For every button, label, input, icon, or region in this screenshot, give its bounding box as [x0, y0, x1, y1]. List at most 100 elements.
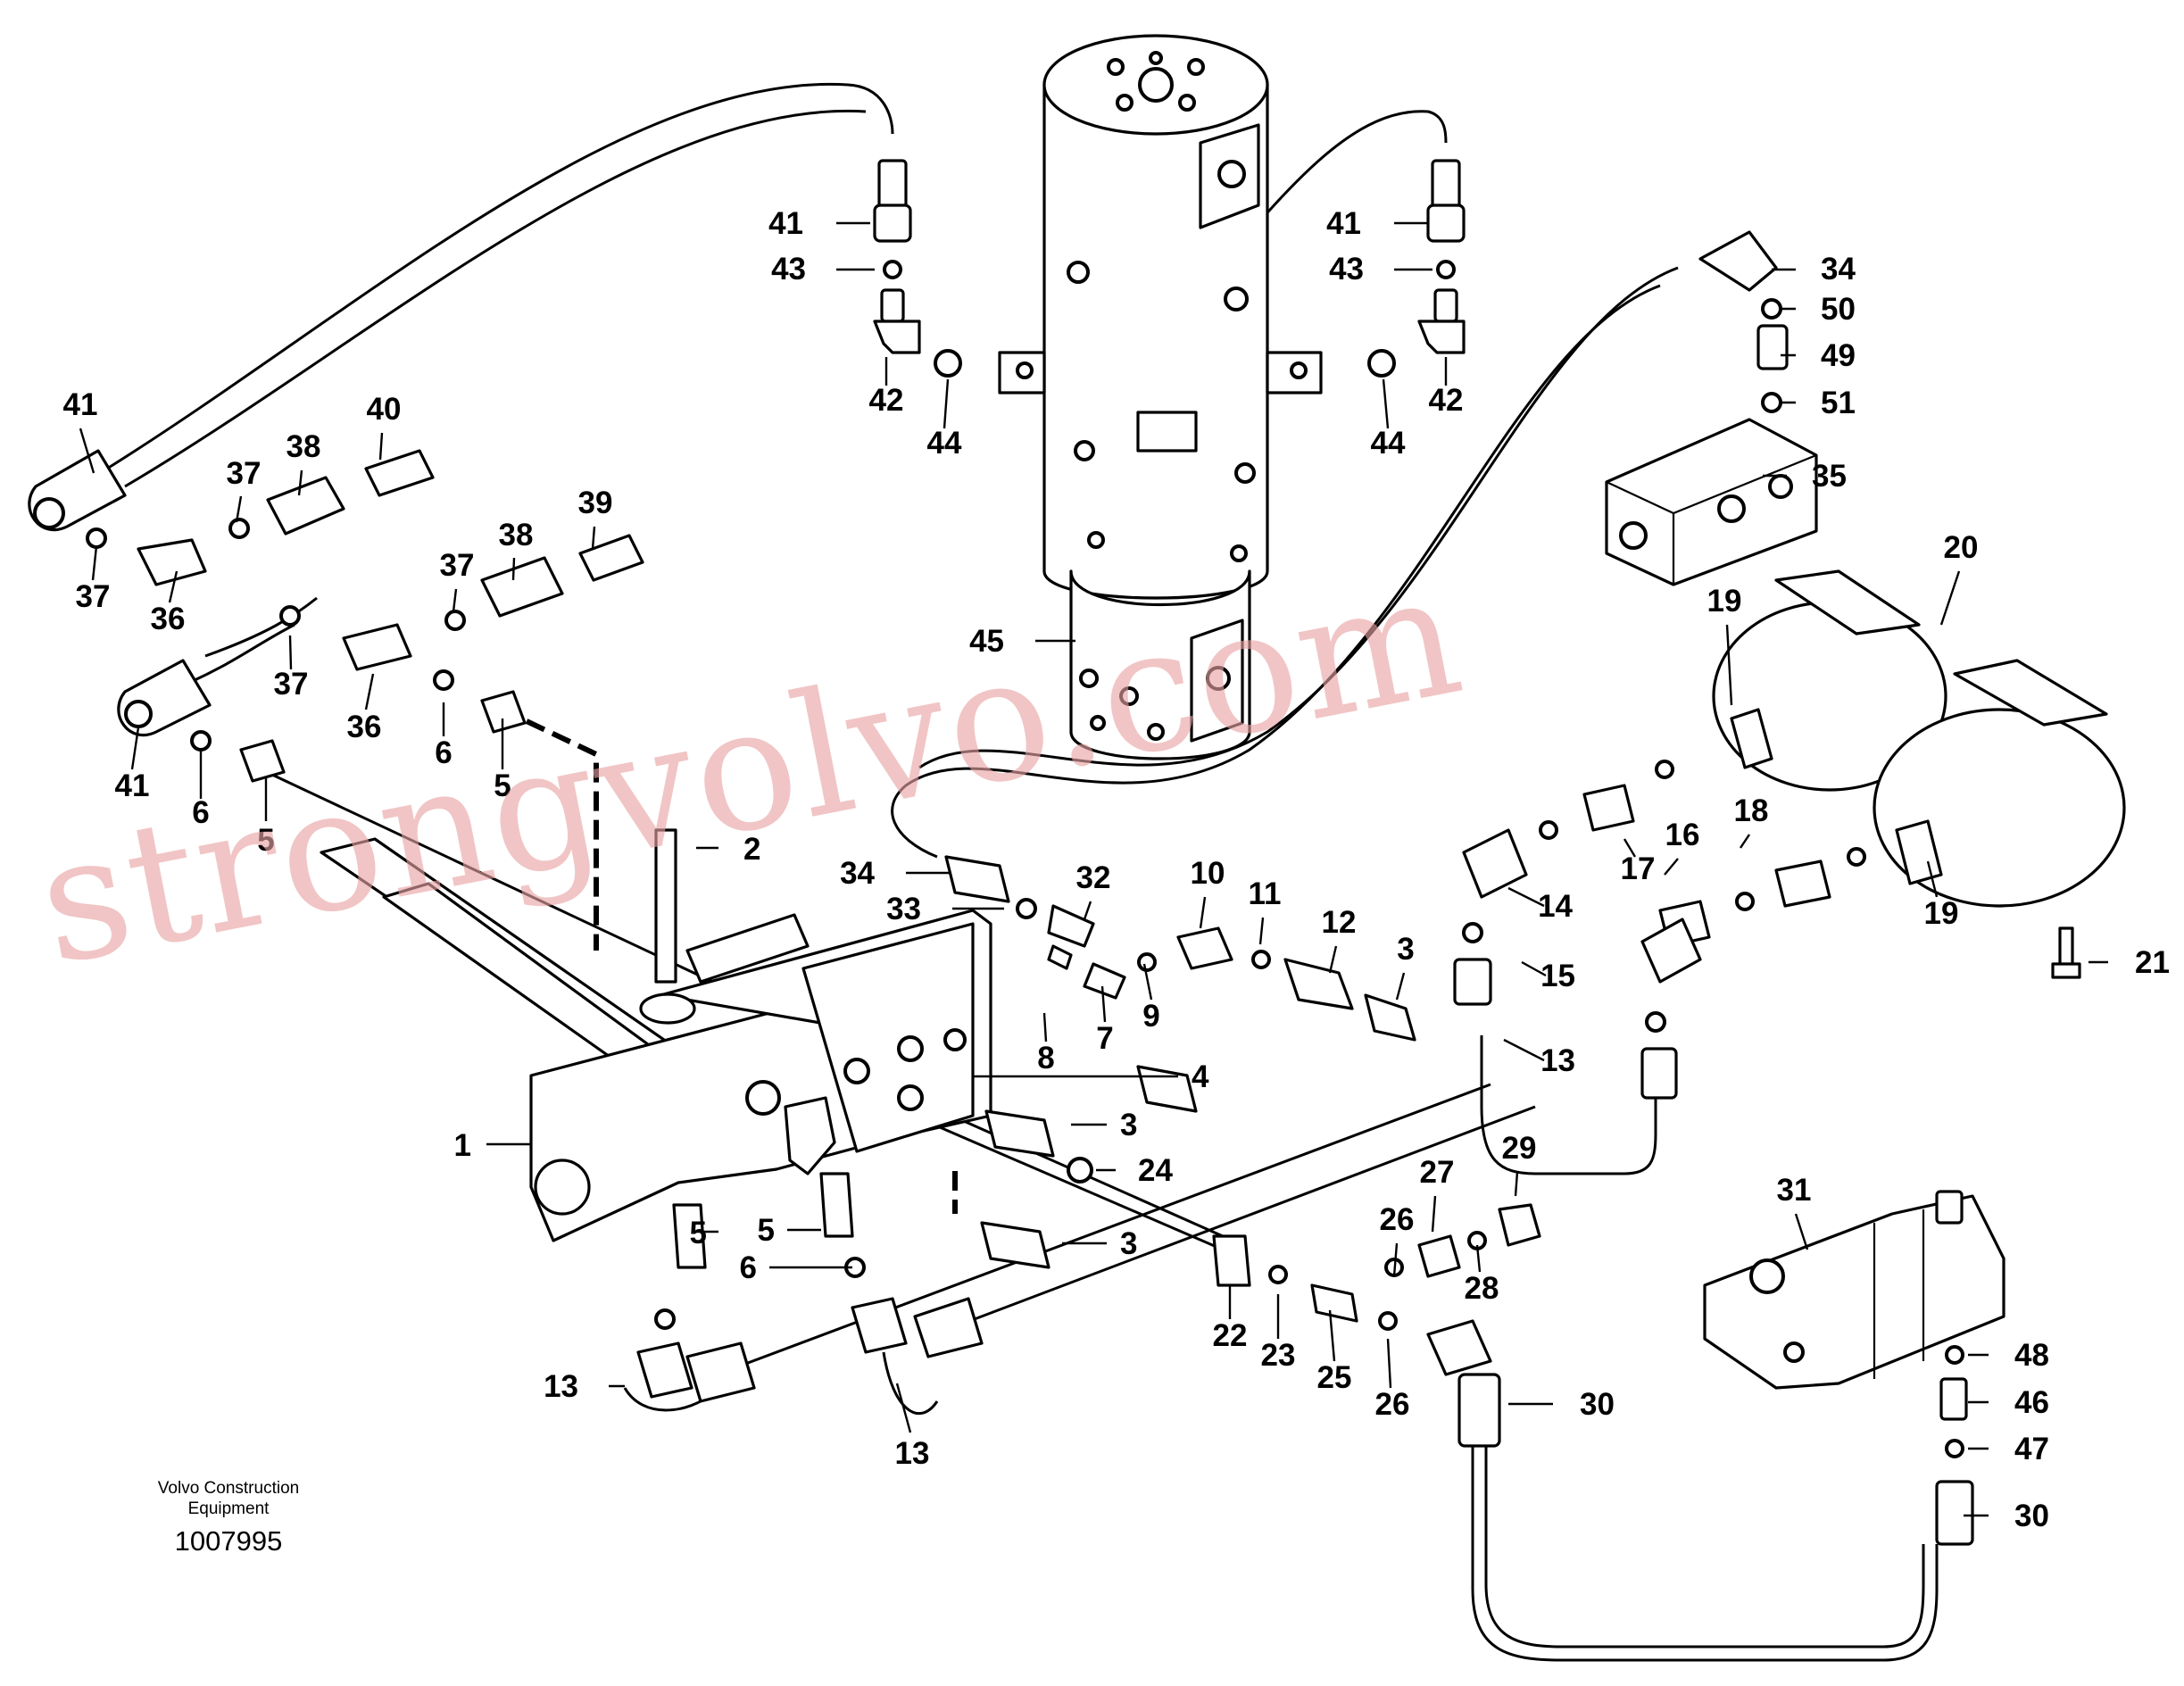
part-number-label: 39 [578, 486, 613, 520]
right-valve-block [1605, 230, 1818, 586]
part-number-label: 32 [1076, 860, 1111, 895]
leader-line [1382, 378, 1390, 429]
leader-line [1042, 1012, 1048, 1042]
brand-line-2: Equipment [188, 1499, 270, 1518]
part-number-label: 7 [1096, 1021, 1113, 1056]
brand-line-1: Volvo Construction [158, 1479, 299, 1498]
leader-line [1664, 858, 1679, 876]
leader-line [1328, 945, 1338, 974]
leader-line [91, 545, 98, 581]
document-number: 1007995 [175, 1525, 283, 1557]
leader-line [1623, 838, 1637, 858]
leader-line [1939, 570, 1961, 626]
part-number-label: 44 [927, 426, 962, 461]
part-number-label: 50 [1821, 292, 1856, 327]
leader-line [591, 526, 596, 550]
part-number-label: 31 [1777, 1173, 1812, 1208]
leader-line [1521, 960, 1547, 977]
swivel-joint [998, 34, 1323, 760]
leader-line [297, 469, 303, 496]
part-number-label: 27 [1420, 1155, 1455, 1190]
part-number-label: 38 [499, 518, 534, 552]
part-number-label: 25 [1317, 1360, 1352, 1395]
part-number-label: 26 [1380, 1202, 1415, 1237]
hose-long-diagonal [945, 1105, 1536, 1332]
part-number-label: 49 [1821, 338, 1856, 373]
part-number-label: 10 [1191, 856, 1225, 891]
part-number-label: 41 [63, 387, 98, 422]
leader-line [1475, 1244, 1482, 1273]
part-number-label: 2 [743, 832, 760, 867]
part-number-label: 4 [1192, 1059, 1209, 1094]
part-number-label: 9 [1142, 999, 1159, 1034]
part-number-label: 35 [1812, 459, 1847, 494]
leader-line [1395, 972, 1406, 1001]
leader-line [378, 432, 384, 461]
hose-lower-u-inner [1484, 1428, 1925, 1649]
leader-line [1100, 985, 1107, 1023]
leader-line [895, 1383, 912, 1433]
part-number-label: 41 [768, 206, 803, 241]
leader-line [1199, 896, 1207, 929]
leader-line [1507, 886, 1545, 908]
part-number-label: 51 [1821, 386, 1856, 420]
leader-line [1258, 917, 1265, 945]
part-number-label: 6 [740, 1250, 757, 1285]
part-number-label: 13 [1540, 1043, 1575, 1078]
leader-line [130, 727, 140, 770]
leader-line [1431, 1195, 1437, 1233]
middle-fittings [944, 855, 1416, 1269]
part-number-label: 18 [1734, 793, 1769, 828]
part-number-label: 3 [1397, 932, 1414, 967]
part-number-label: 34 [840, 856, 875, 891]
part-number-label: 48 [2014, 1338, 2049, 1373]
part-number-label: 34 [1821, 252, 1856, 287]
part-number-label: 40 [367, 392, 402, 427]
part-number-label: 16 [1665, 818, 1700, 852]
leader-line [943, 378, 950, 429]
hose-block-to-accumulator [891, 284, 1661, 859]
leader-line [1926, 860, 1939, 898]
leader-line [1328, 1309, 1336, 1362]
hose-middle-left [204, 596, 318, 658]
lower-middle-fittings [1212, 1203, 1541, 1331]
leader-line [79, 428, 95, 474]
accumulators [1712, 569, 2126, 979]
part-number-label: 23 [1261, 1338, 1296, 1373]
part-number-label: 33 [886, 892, 921, 926]
leader-line [1725, 624, 1733, 706]
leader-line [235, 495, 243, 523]
part-number-label: 6 [192, 795, 209, 830]
part-number-label: 13 [895, 1436, 930, 1471]
part-number-label: 42 [1429, 383, 1464, 418]
part-number-label: 38 [286, 429, 321, 464]
part-number-label: 6 [435, 735, 452, 770]
part-number-label: 19 [1924, 896, 1959, 931]
part-number-label: 37 [227, 456, 262, 491]
hose-upper-left-loop [106, 82, 894, 470]
part-number-label: 1 [454, 1128, 471, 1163]
part-number-label: 29 [1502, 1131, 1537, 1166]
part-number-label: 36 [151, 602, 186, 636]
part-number-label: 26 [1375, 1387, 1410, 1422]
part-number-label: 28 [1465, 1271, 1499, 1306]
leader-line [452, 588, 458, 612]
part-number-label: 19 [1707, 584, 1742, 619]
upper-left-fittings [28, 449, 644, 783]
leader-line [1794, 1213, 1809, 1250]
part-number-label: 24 [1138, 1153, 1173, 1188]
leader-line [511, 557, 516, 581]
part-number-label: 15 [1540, 959, 1575, 993]
hose-upper-left-loop-inner [124, 109, 867, 488]
leader-line [288, 635, 293, 670]
lower-left-fittings [636, 1172, 984, 1403]
part-number-label: 21 [2135, 945, 2170, 980]
part-number-label: 5 [257, 823, 274, 858]
part-number-label: 44 [1371, 426, 1406, 461]
part-number-label: 43 [771, 252, 806, 287]
part-number-label: 43 [1329, 252, 1364, 287]
bottom-right-valve [1703, 1190, 2005, 1546]
dashed-line-1 [525, 718, 599, 951]
